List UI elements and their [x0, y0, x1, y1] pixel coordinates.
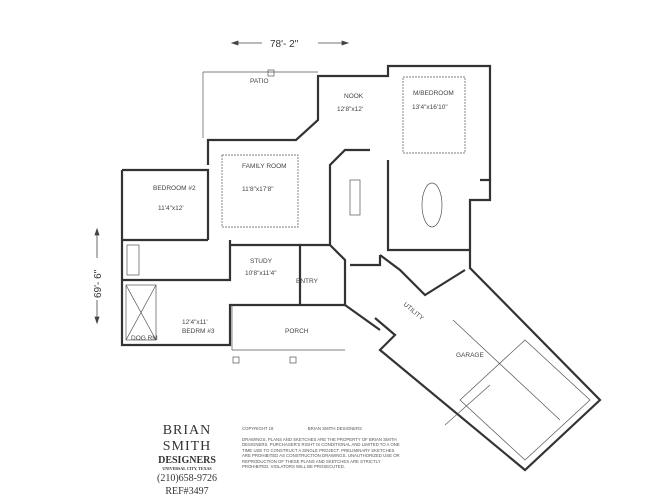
svg-text:BEDRM #3: BEDRM #3 — [182, 328, 215, 335]
room-garage: GARAGE — [456, 352, 484, 359]
legal-notice: COPYRIGHT 19 BRIAN SMITH DESIGNERS DRAWI… — [242, 426, 402, 470]
width-dimension — [230, 40, 350, 46]
designer-phone: (210)658-9726 — [157, 473, 217, 484]
depth-dimension-label: 69'- 6" — [93, 269, 104, 298]
designer-logo: BRIAN SMITH DESIGNERS UNIVERSAL CITY, TE… — [137, 423, 237, 497]
svg-text:11'4"x12': 11'4"x12' — [158, 205, 184, 212]
svg-text:11'8"x17'8": 11'8"x17'8" — [242, 186, 274, 193]
svg-text:NOOK: NOOK — [344, 93, 364, 100]
svg-text:M/BEDROOM: M/BEDROOM — [413, 90, 454, 97]
room-bedroom-2: BEDROOM #2 11'4"x12' — [153, 185, 196, 212]
svg-text:STUDY: STUDY — [250, 258, 273, 265]
svg-text:BEDROOM #2: BEDROOM #2 — [153, 185, 196, 192]
room-nook: NOOK 12'8"x12' — [337, 93, 364, 113]
svg-text:PATIO: PATIO — [250, 78, 269, 85]
room-utility: UTILITY — [402, 301, 426, 322]
svg-text:12'4"x11': 12'4"x11' — [182, 319, 208, 326]
room-entry: ENTRY — [296, 278, 319, 285]
plan-reference: REF#3497 — [165, 486, 209, 497]
room-porch: PORCH — [285, 328, 309, 335]
room-study: STUDY 10'8"x11'4" — [245, 258, 277, 277]
svg-text:10'8"x11'4": 10'8"x11'4" — [245, 270, 277, 277]
svg-text:13'4"x16'10": 13'4"x16'10" — [412, 104, 448, 111]
designer-city: UNIVERSAL CITY, TEXAS — [162, 466, 212, 471]
room-family: FAMILY ROOM 11'8"x17'8" — [242, 163, 287, 193]
svg-text:FAMILY ROOM: FAMILY ROOM — [242, 163, 287, 170]
room-bedroom-3: 12'4"x11' BEDRM #3 — [182, 319, 215, 335]
designer-sub: DESIGNERS — [158, 455, 216, 466]
room-dog: DOG RM — [131, 335, 158, 342]
room-patio: PATIO — [250, 78, 269, 85]
designer-name: BRIAN SMITH — [162, 423, 212, 454]
copyright-owner: BRIAN SMITH DESIGNERS — [307, 426, 362, 431]
legal-text: DRAWINGS, PLANS AND SKETCHES ARE THE PRO… — [242, 436, 400, 470]
walls — [120, 64, 602, 472]
svg-text:12'8"x12': 12'8"x12' — [337, 106, 363, 113]
copyright: COPYRIGHT 19 — [242, 426, 274, 431]
width-dimension-label: 78'- 2" — [270, 39, 299, 50]
depth-dimension — [94, 227, 100, 325]
room-master-bedroom: M/BEDROOM 13'4"x16'10" — [412, 90, 454, 111]
thin-lines — [125, 69, 591, 461]
